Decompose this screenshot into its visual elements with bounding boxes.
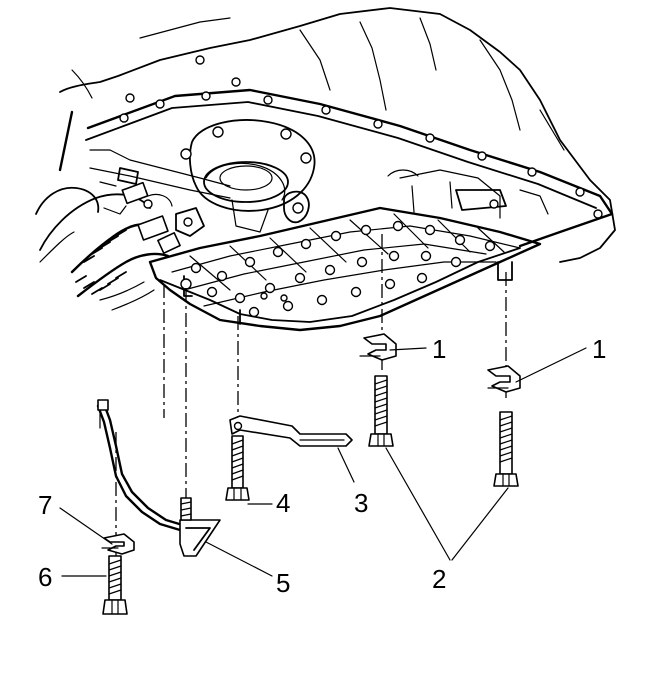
case-right-detail bbox=[387, 169, 549, 219]
leader-lines bbox=[59, 347, 587, 577]
callout-1-left: 1 bbox=[432, 334, 446, 364]
wiring-harness bbox=[35, 167, 205, 311]
retainer-clip-left bbox=[359, 333, 397, 361]
tube-clip bbox=[101, 533, 135, 555]
callout-3: 3 bbox=[354, 488, 368, 518]
transmission-case bbox=[58, 7, 616, 263]
valve-body-bolt-right bbox=[493, 411, 519, 487]
callout-7: 7 bbox=[38, 490, 52, 520]
pump-housing bbox=[180, 119, 316, 233]
callout-2: 2 bbox=[432, 564, 446, 594]
retainer-clip-right bbox=[487, 365, 521, 393]
callout-labels: 1 1 2 3 4 5 6 7 bbox=[38, 334, 606, 598]
callout-5: 5 bbox=[276, 568, 290, 598]
tube-bolt bbox=[102, 555, 128, 615]
callout-1-right: 1 bbox=[592, 334, 606, 364]
valve-body bbox=[148, 206, 542, 332]
valve-body-bolts bbox=[190, 220, 496, 318]
flange-bolts bbox=[119, 55, 603, 219]
bracket bbox=[229, 415, 353, 447]
bracket-bolt bbox=[225, 435, 250, 501]
valve-body-bolt-left bbox=[368, 375, 394, 447]
callout-4: 4 bbox=[276, 488, 290, 518]
callout-6: 6 bbox=[38, 562, 52, 592]
tube-bracket bbox=[96, 399, 221, 557]
